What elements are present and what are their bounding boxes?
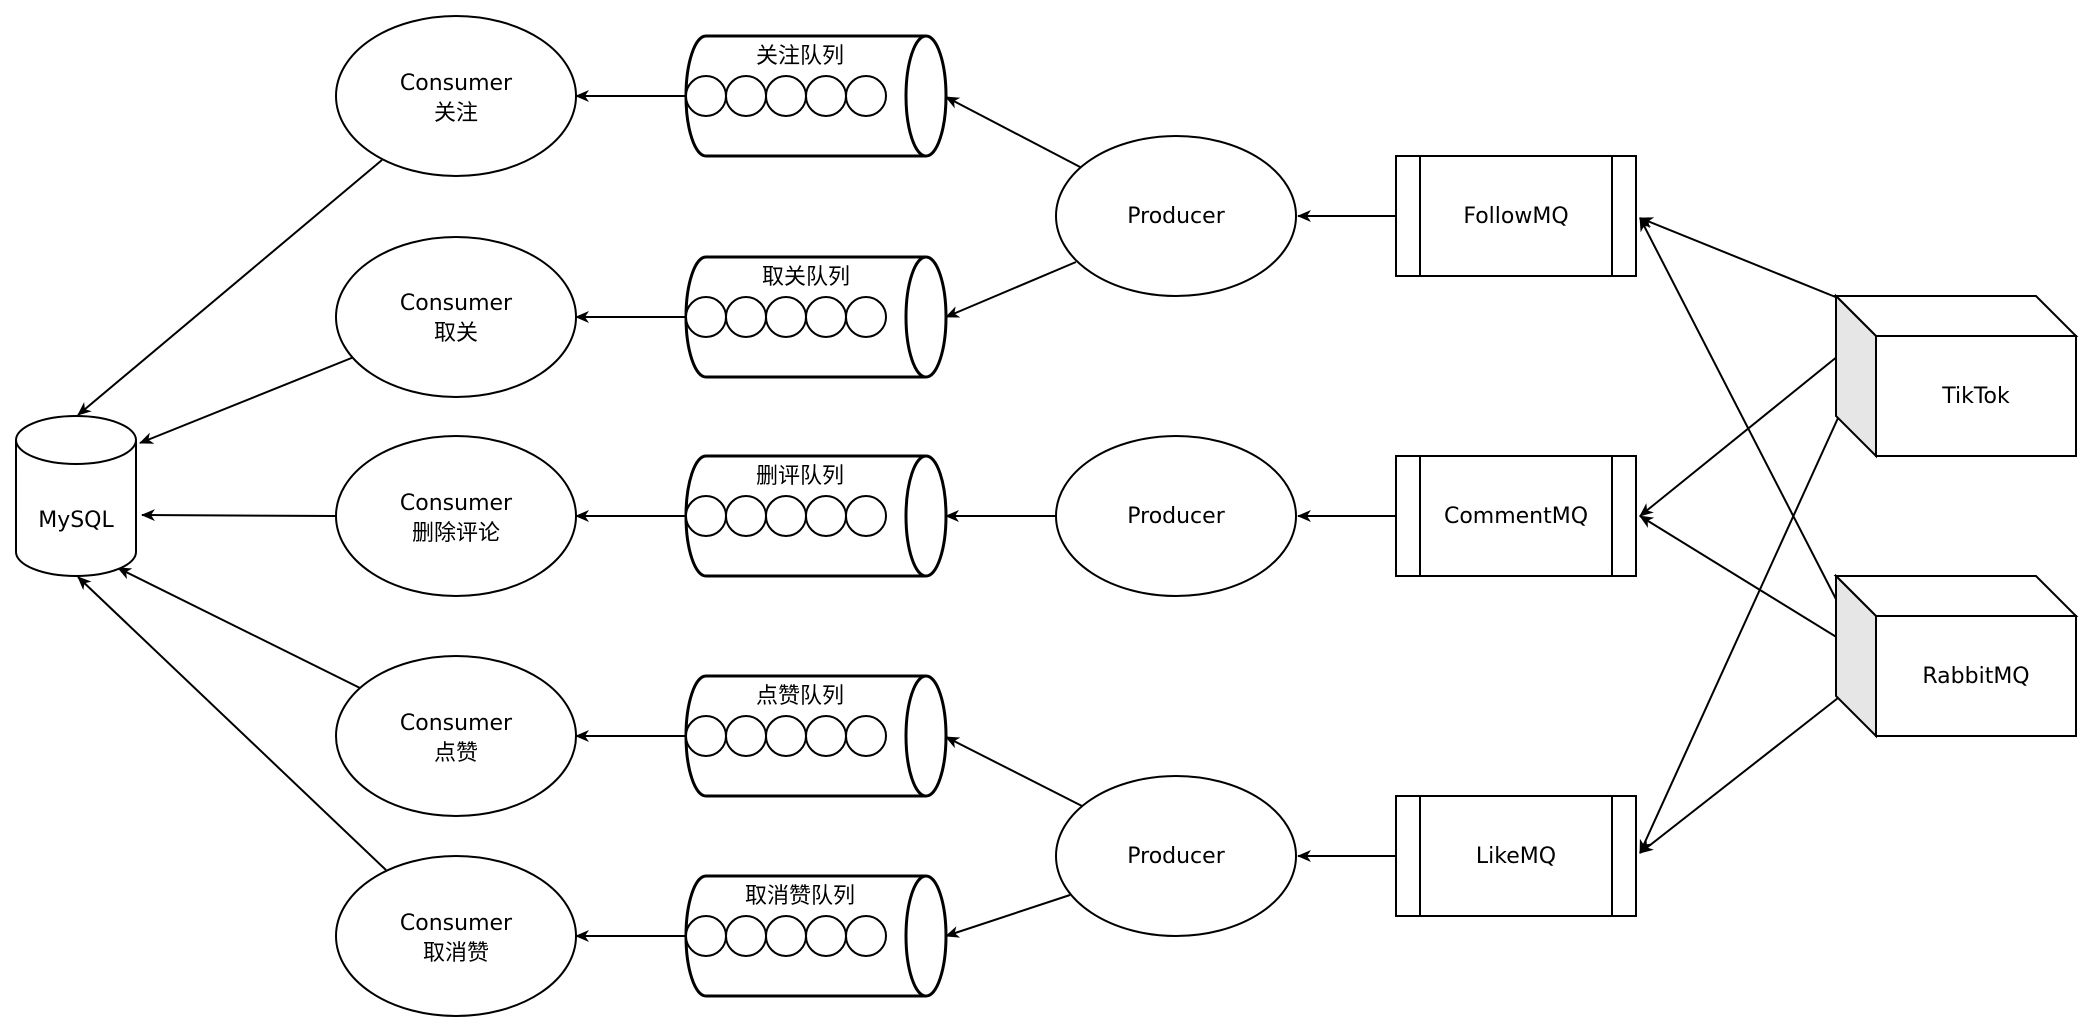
producer-label: Producer [1127, 204, 1225, 229]
producer-label: Producer [1127, 504, 1225, 529]
consumer-like[interactable]: Consumer 点赞 [335, 655, 577, 817]
node-rabbitmq[interactable]: RabbitMQ [1833, 573, 2079, 739]
edge-consumer-unfollow-to-mysql [139, 356, 355, 444]
queue-label: 关注队列 [756, 44, 844, 69]
consumer-label: Consumer [400, 711, 513, 736]
edge-rabbitmq-to-commentmq [1639, 515, 1839, 639]
producer-comment[interactable]: Producer [1055, 435, 1297, 597]
queue-label: 取消赞队列 [745, 884, 855, 909]
cube-icon [1833, 295, 2079, 337]
edge-rabbitmq-to-followmq [1639, 217, 1839, 604]
consumer-delete-comment[interactable]: Consumer 删除评论 [335, 435, 577, 597]
edge-tiktok-to-followmq [1639, 217, 1839, 299]
queue-label: 删评队列 [756, 464, 844, 489]
queue-items-icon [685, 75, 887, 117]
queue-items-icon [685, 495, 887, 537]
consumer-label: Consumer [400, 491, 513, 516]
node-tiktok[interactable]: TikTok [1833, 293, 2079, 459]
edge-producer1-to-queue-unfollow [945, 261, 1077, 318]
queue-items-icon [685, 715, 887, 757]
queue-follow[interactable]: 关注队列 [684, 34, 948, 158]
consumer-follow[interactable]: Consumer 关注 [335, 15, 577, 177]
edge-tiktok-to-commentmq [1639, 355, 1839, 517]
edge-producer3-to-queue-like [945, 736, 1083, 807]
consumer-sublabel: 关注 [434, 101, 478, 126]
node-label: RabbitMQ [1922, 664, 2029, 689]
queue-items-icon [685, 296, 887, 338]
producer-label: Producer [1127, 844, 1225, 869]
edge-tiktok-to-likemq [1639, 417, 1839, 854]
database-label: MySQL [38, 508, 114, 533]
queue-items-icon [685, 915, 887, 957]
producer-like[interactable]: Producer [1055, 775, 1297, 937]
mq-box-label: CommentMQ [1444, 504, 1588, 529]
mysql-database[interactable]: MySQL [15, 415, 137, 577]
database-top-rim [15, 439, 137, 465]
consumer-label: Consumer [400, 71, 513, 96]
queue-like[interactable]: 点赞队列 [684, 674, 948, 798]
consumer-sublabel: 取关 [434, 321, 478, 346]
consumer-unlike[interactable]: Consumer 取消赞 [335, 855, 577, 1017]
mq-box-follow[interactable]: FollowMQ [1395, 155, 1637, 277]
consumer-sublabel: 取消赞 [423, 941, 489, 966]
edge-consumer-like-to-mysql [117, 567, 361, 689]
edge-consumer-unlike-to-mysql [77, 576, 387, 871]
mq-box-like[interactable]: LikeMQ [1395, 795, 1637, 917]
queue-unfollow[interactable]: 取关队列 [684, 255, 948, 379]
edge-rabbitmq-to-likemq [1639, 697, 1839, 854]
node-label: TikTok [1941, 384, 2010, 409]
mq-box-label: FollowMQ [1463, 204, 1568, 229]
mq-box-comment[interactable]: CommentMQ [1395, 455, 1637, 577]
edge-consumer-follow-to-mysql [77, 159, 383, 416]
edge-producer3-to-queue-unlike [945, 894, 1071, 938]
consumer-unfollow[interactable]: Consumer 取关 [335, 236, 577, 398]
edge-producer1-to-queue-follow [945, 96, 1083, 169]
consumer-label: Consumer [400, 291, 513, 316]
queue-label: 点赞队列 [756, 684, 844, 709]
consumer-sublabel: 点赞 [434, 741, 478, 766]
queue-delete-comment[interactable]: 删评队列 [684, 454, 948, 578]
consumer-sublabel: 删除评论 [412, 521, 500, 546]
queue-unlike[interactable]: 取消赞队列 [684, 874, 948, 998]
mq-box-label: LikeMQ [1476, 844, 1556, 869]
queue-label: 取关队列 [762, 265, 850, 290]
edges [77, 90, 1839, 942]
producer-follow[interactable]: Producer [1055, 135, 1297, 297]
database-icon [15, 415, 137, 577]
edge-consumer-delcomment-to-mysql [141, 509, 337, 522]
consumer-label: Consumer [400, 911, 513, 936]
cube-icon [1833, 575, 2079, 617]
